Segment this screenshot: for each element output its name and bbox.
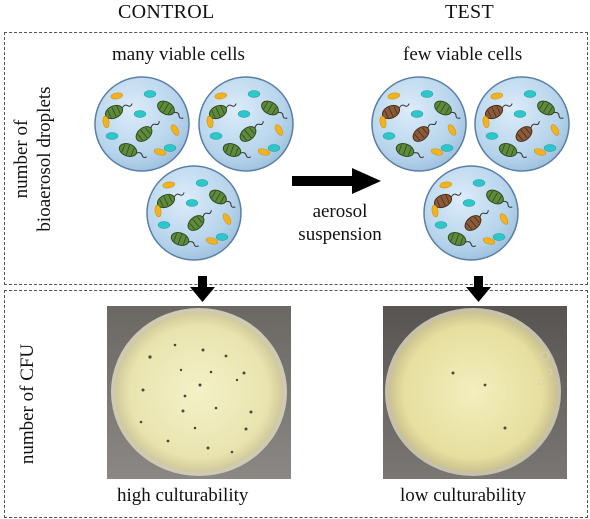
- control-down-arrow-icon: [190, 276, 215, 302]
- control-plate-caption: high culturability: [117, 485, 249, 506]
- test-petri-plate-icon: [383, 306, 567, 479]
- control-droplet-caption: many viable cells: [112, 44, 245, 65]
- cfu-panel: [4, 290, 588, 518]
- arrow-label-line2: suspension: [298, 224, 382, 245]
- droplets-panel: [4, 32, 588, 285]
- control-header: CONTROL: [118, 1, 215, 23]
- test-droplet-1: [372, 77, 466, 171]
- test-header: TEST: [445, 1, 494, 23]
- test-droplet-2: [475, 77, 569, 171]
- control-droplet-1: [95, 77, 189, 171]
- arrow-label-line1: aerosol: [312, 201, 368, 222]
- test-droplet-caption: few viable cells: [403, 44, 523, 65]
- test-down-arrow-icon: [466, 276, 491, 302]
- control-droplet-3: [147, 166, 241, 260]
- control-droplet-2: [199, 77, 293, 171]
- control-petri-plate-icon: [107, 306, 291, 479]
- arrow-label: aerosol suspension: [295, 200, 385, 246]
- right-arrow-icon: [292, 168, 381, 194]
- test-plate-caption: low culturability: [400, 485, 527, 506]
- test-droplet-3: [424, 166, 518, 260]
